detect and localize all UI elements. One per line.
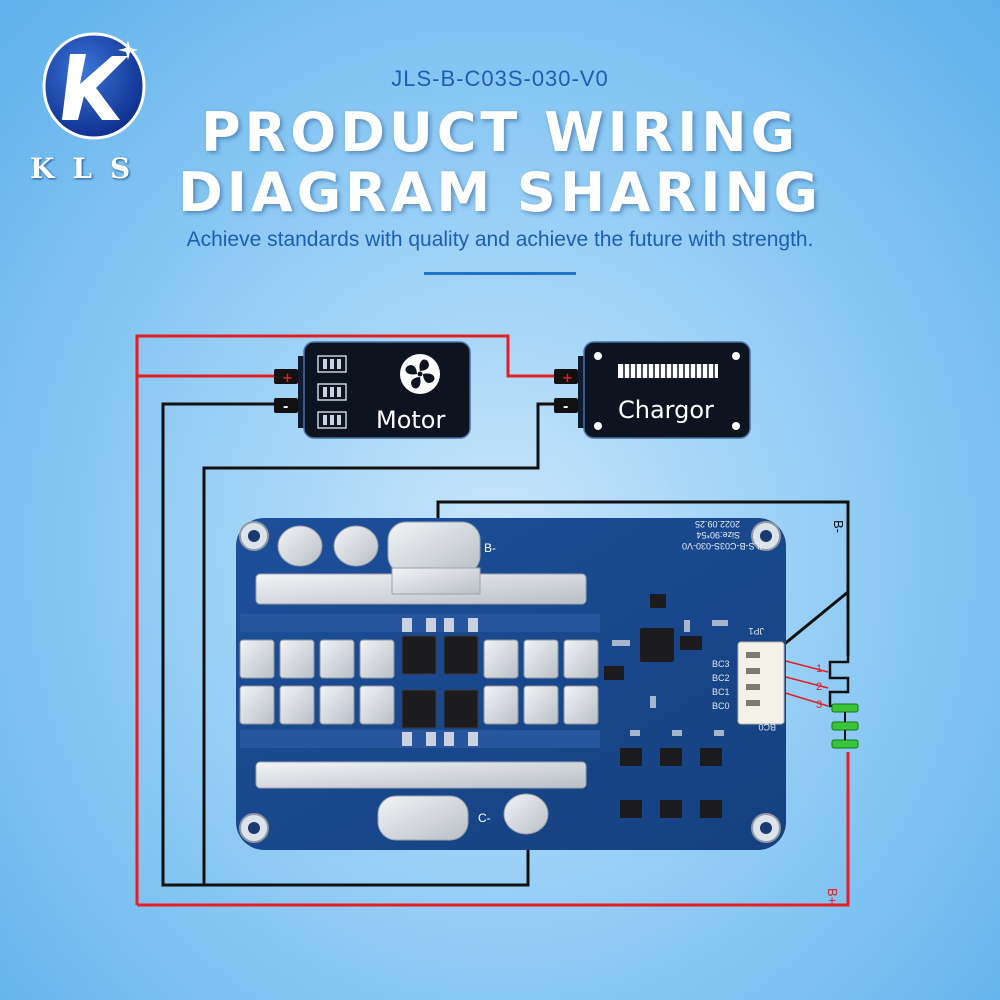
cell-number-1: 1 bbox=[816, 663, 822, 675]
bms-board: B- bbox=[236, 518, 786, 850]
silk-model: JLS-B-C03S-030-V0 bbox=[682, 541, 764, 551]
charger-label: Chargor bbox=[618, 396, 714, 424]
cell-number-3: 3 bbox=[816, 699, 822, 711]
cell-number-2: 2 bbox=[816, 681, 822, 693]
motor-label: Motor bbox=[376, 406, 445, 434]
motor-device: + - Motor bbox=[274, 341, 471, 439]
page-title-line2: DIAGRAM SHARING bbox=[177, 161, 822, 224]
connector-label: BC0 bbox=[758, 722, 776, 732]
silk-date: 2022.09.25 bbox=[695, 519, 740, 529]
connector-pin-bc0: BC0 bbox=[712, 701, 730, 711]
c-minus-pad-label: C- bbox=[478, 811, 491, 825]
connector-pin-bc3: BC3 bbox=[712, 659, 730, 669]
charger-minus-terminal: - bbox=[563, 400, 568, 415]
kls-logo bbox=[42, 32, 146, 140]
b-plus-wire-label: B+ bbox=[825, 888, 840, 904]
model-code: JLS-B-C03S-030-V0 bbox=[391, 66, 609, 91]
wire-red-cells bbox=[781, 659, 829, 707]
cell-stack bbox=[828, 656, 850, 708]
motor-minus-terminal: - bbox=[283, 400, 288, 415]
battery-cells bbox=[831, 703, 859, 749]
logo-wordmark: KLS bbox=[30, 152, 149, 185]
wire-red-main bbox=[135, 334, 850, 907]
title-divider bbox=[424, 272, 576, 275]
fan-icon bbox=[400, 354, 440, 394]
page-subtitle: Achieve standards with quality and achie… bbox=[186, 228, 814, 251]
charger-device: + - Chargor bbox=[554, 341, 751, 439]
connector-pin-bc1: BC1 bbox=[712, 687, 730, 697]
charger-plus-terminal: + bbox=[562, 371, 573, 386]
silk-size: Size:90*54 bbox=[696, 530, 740, 540]
page-title-line1: PRODUCT WIRING bbox=[201, 101, 799, 164]
jumper-label: JP1 bbox=[748, 626, 764, 636]
connector-pin-bc2: BC2 bbox=[712, 673, 730, 683]
motor-plus-terminal: + bbox=[282, 371, 293, 386]
b-minus-pad-label: B- bbox=[484, 541, 496, 555]
cell-stack-labels: 1 2 3 bbox=[816, 663, 822, 711]
b-minus-wire-label: B- bbox=[831, 520, 846, 533]
